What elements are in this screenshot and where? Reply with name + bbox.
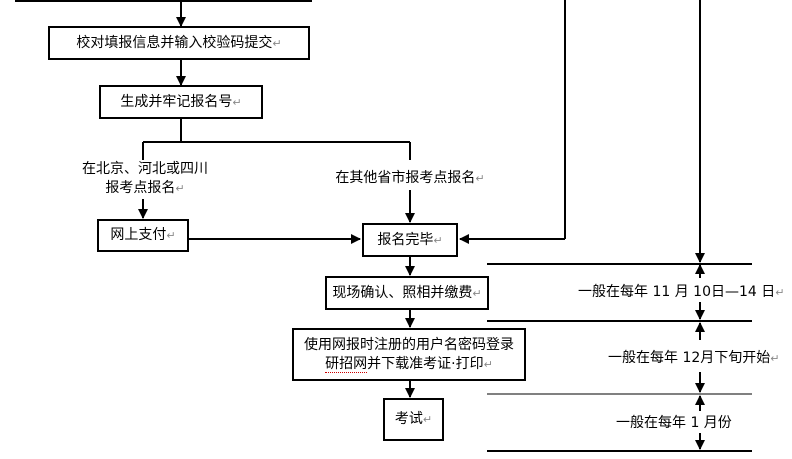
registration-complete-label: 报名完毕 [377, 231, 434, 248]
timeline-exam-text: 一般在每年 1 月份 [616, 415, 732, 431]
para-mark: ↵ [422, 413, 433, 426]
para-mark: ↵ [433, 233, 443, 247]
exam-box: 考试↵ [383, 398, 444, 441]
login-print-line1: 使用网报时注册的用户名密码登录 [304, 336, 514, 353]
para-mark: ↵ [472, 286, 482, 300]
registration-complete-box: 报名完毕↵ [362, 223, 458, 257]
timeline-registration-text: 一般在每年 11 月 10日—14 日 [578, 284, 776, 300]
branch-beijing-line1: 在北京、河北或四川 [82, 161, 208, 177]
generate-number-box: 生成并牢记报名号↵ [99, 85, 263, 119]
timeline-print-text: 一般在每年 12月下旬开始 [608, 350, 771, 366]
verify-info-box: 校对填报信息并输入校验码提交↵ [48, 26, 310, 60]
login-print-line2b: 并下载准考证·打印 [367, 355, 484, 372]
generate-number-label: 生成并牢记报名号 [120, 93, 233, 110]
timeline-label-exam: 一般在每年 1 月份 [616, 414, 732, 433]
verify-info-label: 校对填报信息并输入校验码提交 [76, 34, 273, 51]
branch-other-text: 在其他省市报考点报名 [335, 170, 476, 186]
para-mark: ↵ [483, 357, 493, 371]
para-mark: ↵ [775, 286, 785, 299]
timeline-label-print: 一般在每年 12月下旬开始↵ [608, 349, 779, 368]
login-print-line2a: 研招网 [325, 355, 368, 373]
branch-beijing-line2: 报考点报名 [105, 180, 176, 196]
branch-beijing-label: 在北京、河北或四川 报考点报名↵ [70, 160, 220, 198]
onsite-confirm-box: 现场确认、照相并缴费↵ [325, 276, 489, 310]
online-pay-box: 网上支付↵ [97, 219, 189, 252]
login-print-box: 使用网报时注册的用户名密码登录 研招网并下载准考证·打印↵ [292, 328, 526, 381]
para-mark: ↵ [166, 229, 176, 242]
branch-other-label: 在其他省市报考点报名↵ [330, 169, 490, 188]
exam-label: 考试 [394, 411, 423, 427]
para-mark: ↵ [272, 36, 282, 50]
para-mark: ↵ [232, 95, 242, 109]
onsite-confirm-label: 现场确认、照相并缴费 [332, 284, 473, 301]
para-mark: ↵ [475, 172, 485, 185]
online-pay-label: 网上支付 [110, 227, 167, 243]
timeline-label-registration: 一般在每年 11 月 10日—14 日↵ [578, 283, 784, 302]
para-mark: ↵ [770, 352, 780, 365]
para-mark: ↵ [175, 182, 185, 195]
